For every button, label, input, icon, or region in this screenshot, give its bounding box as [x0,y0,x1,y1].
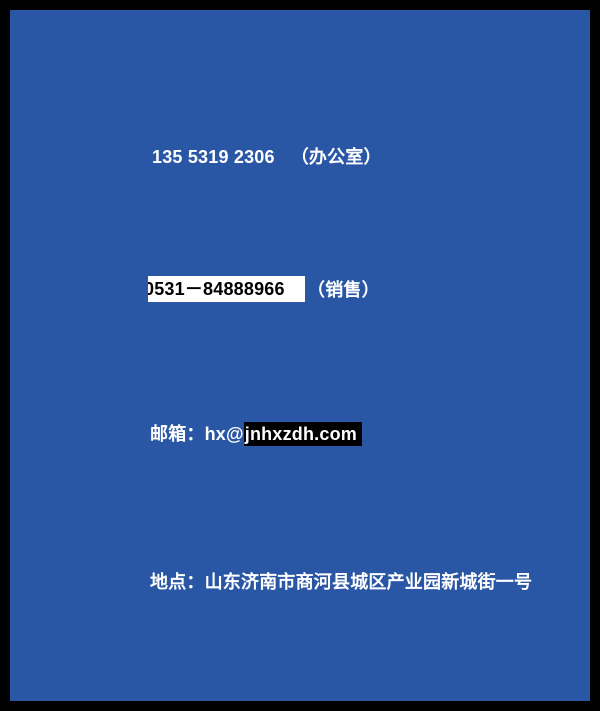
email-prefix: 邮箱：hx@ [150,424,244,444]
sales-phone-number: 0531－84888966 [148,279,285,299]
email-domain: jnhxzdh.com [243,422,362,446]
office-phone-number: 135 5319 2306 [152,147,275,167]
sales-phone-line: 0531－84888966 （销售） [148,276,380,302]
email-line: 邮箱：hx@jnhxzdh.com [150,420,362,446]
address-text: 地点：山东济南市商河县城区产业园新城街一号 [150,572,533,592]
sales-phone-selection: 0531－84888966 [148,276,305,302]
office-phone-line: 135 5319 2306 （办公室） [152,143,382,169]
address-line: 地点：山东济南市商河县城区产业园新城街一号 [150,568,532,594]
page-background: 135 5319 2306 （办公室） 0531－84888966 （销售） 邮箱：… [10,10,590,701]
office-phone-label: （办公室） [290,147,382,167]
sales-phone-label: （销售） [307,280,380,300]
